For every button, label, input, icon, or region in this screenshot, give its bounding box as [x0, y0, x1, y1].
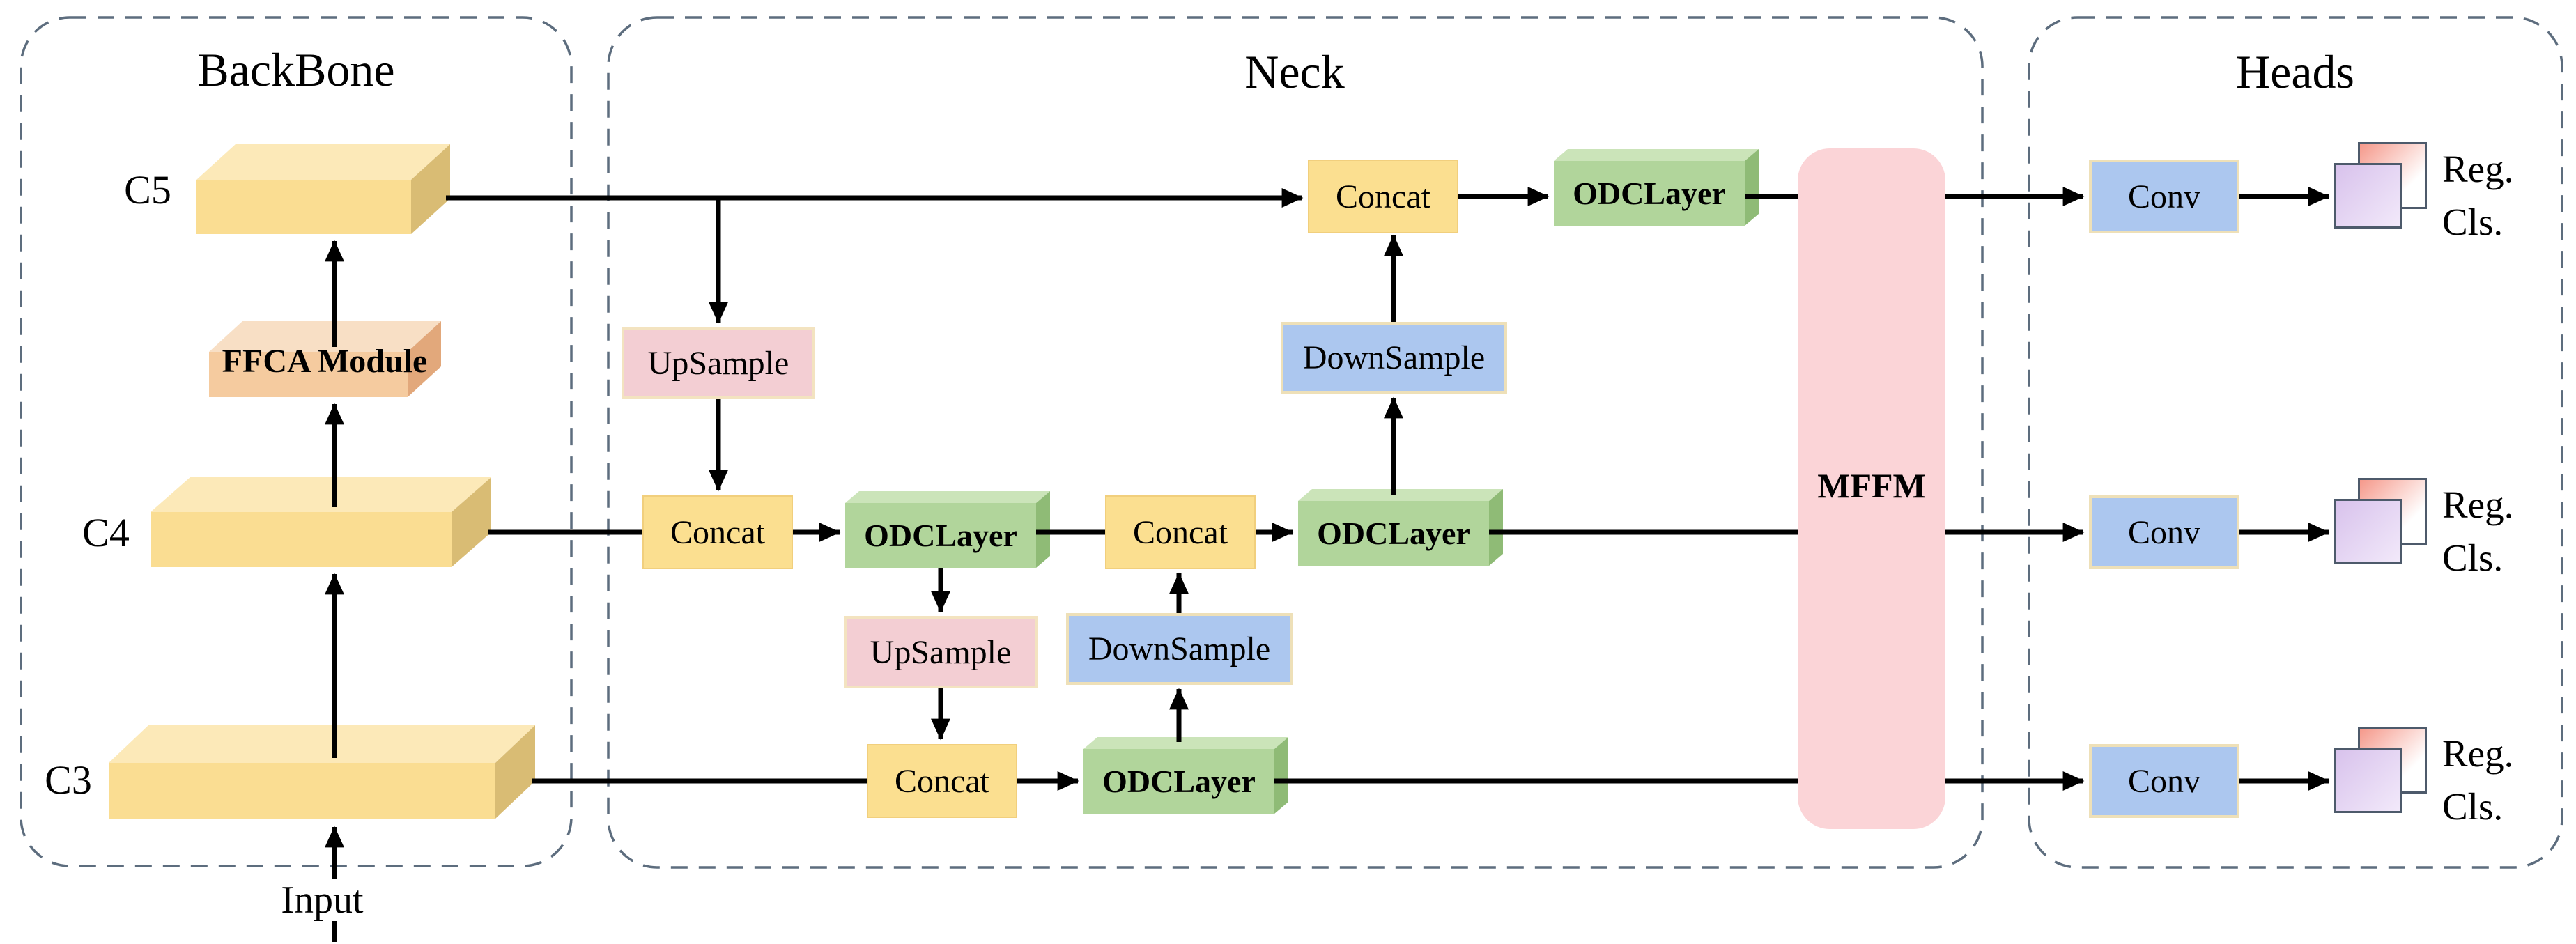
concat-4-label: Concat — [1336, 178, 1430, 215]
cls-label-3: Cls. — [2442, 785, 2504, 828]
backbone-title: BackBone — [197, 43, 395, 96]
cls-output-card-1 — [2334, 163, 2402, 229]
downsample-1-box: DownSample — [1066, 613, 1293, 685]
backbone-section-border — [20, 16, 573, 867]
conv-2-label: Conv — [2127, 513, 2200, 551]
conv-1-box: Conv — [2089, 160, 2239, 233]
conv-1-label: Conv — [2127, 178, 2200, 215]
upsample-1-label: UpSample — [647, 344, 789, 382]
conv-3-label: Conv — [2127, 762, 2200, 800]
odclayer-3-label: ODCLayer — [1317, 516, 1470, 551]
conv-3-box: Conv — [2089, 744, 2239, 818]
concat-2-box: Concat — [867, 744, 1017, 818]
concat-1-label: Concat — [670, 513, 765, 551]
concat-1-box: Concat — [642, 495, 793, 569]
c4-feature-box-3d — [151, 477, 491, 567]
concat-3-box: Concat — [1105, 495, 1256, 569]
cls-output-card-3 — [2334, 748, 2402, 813]
c3-feature-box-3d — [109, 725, 535, 819]
upsample-2-label: UpSample — [870, 633, 1012, 671]
concat-2-label: Concat — [895, 762, 989, 800]
input-label: Input — [275, 879, 369, 921]
c3-label: C3 — [45, 757, 92, 803]
downsample-1-label: DownSample — [1088, 630, 1271, 667]
c5-feature-box-3d — [196, 144, 450, 234]
odclayer-3-box-3d — [1298, 489, 1503, 566]
neck-section-border — [607, 16, 1984, 869]
c4-label: C4 — [82, 510, 130, 555]
odclayer-2-box-3d — [1083, 737, 1288, 814]
reg-label-3: Reg. — [2442, 732, 2514, 775]
odclayer-1-box-3d — [845, 491, 1050, 568]
cls-label-1: Cls. — [2442, 201, 2504, 243]
reg-label-2: Reg. — [2442, 483, 2514, 526]
upsample-1-box: UpSample — [622, 327, 815, 399]
cls-label-2: Cls. — [2442, 536, 2504, 579]
odclayer-1-label: ODCLayer — [864, 518, 1017, 553]
upsample-2-box: UpSample — [844, 616, 1038, 688]
neck-title: Neck — [1244, 45, 1345, 98]
concat-3-label: Concat — [1133, 513, 1228, 551]
odclayer-4-box-3d — [1554, 149, 1759, 226]
odclayer-4-label: ODCLayer — [1573, 176, 1726, 211]
reg-label-1: Reg. — [2442, 148, 2514, 190]
ffca-module-box-3d — [209, 321, 441, 397]
conv-2-box: Conv — [2089, 495, 2239, 569]
concat-4-box: Concat — [1308, 160, 1458, 233]
downsample-2-label: DownSample — [1302, 339, 1486, 376]
mffm-block — [1798, 148, 1945, 829]
c5-label: C5 — [124, 167, 171, 212]
downsample-2-box: DownSample — [1281, 322, 1507, 394]
odclayer-2-label: ODCLayer — [1102, 764, 1256, 799]
mffm-label: MFFM — [1817, 466, 1926, 505]
cls-output-card-2 — [2334, 499, 2402, 564]
heads-title: Heads — [2236, 45, 2354, 98]
ffca-module-label: FFCA Module — [222, 342, 428, 380]
